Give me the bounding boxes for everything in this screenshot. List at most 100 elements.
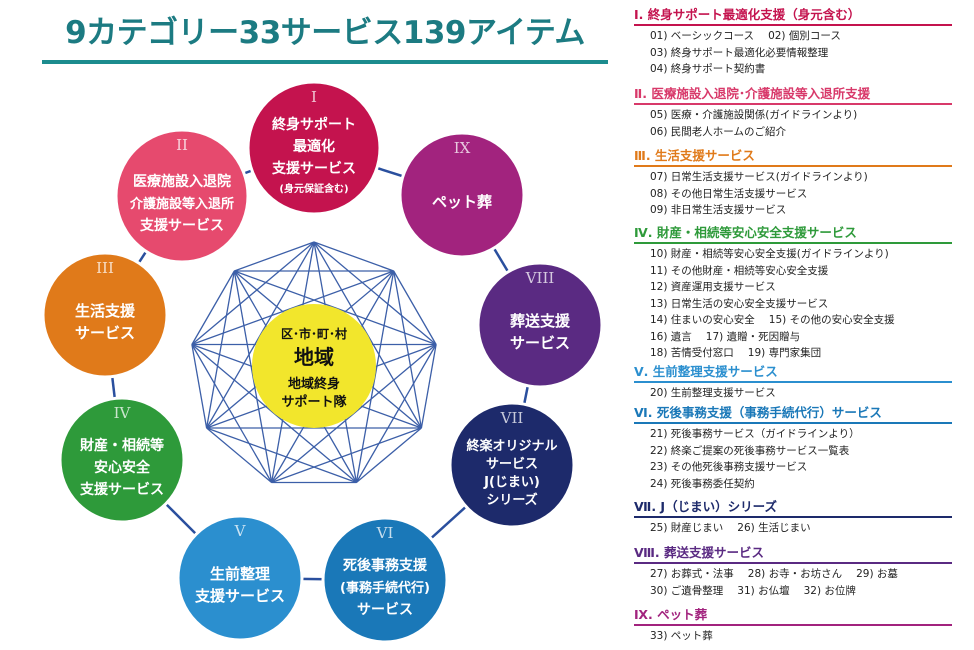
node-circle [476,261,604,389]
legend-item: 24) 死後事務委任契約 [650,477,755,490]
node-label-line: 終身サポート [272,116,356,133]
legend-item: 25) 財産じまい [650,522,724,534]
node-numeral: V [234,522,247,540]
center-line2: 地域 [294,345,334,369]
node-numeral: I [311,88,317,106]
node-circle [58,396,186,524]
node-numeral: VII [500,409,524,427]
legend-item: 21) 死後事務サービス（ガイドラインより） [650,428,860,440]
legend-item: 04) 終身サポート契約書 [650,63,766,75]
legend-category-header: Ⅰ. 終身サポート最適化支援（身元含む） [634,6,952,26]
legend-item-list: 10) 財産・相続等安心安全支援(ガイドラインより)11) その他財産・相続等安… [634,244,952,362]
legend-item-row: 20) 生前整理支援サービス [650,385,952,402]
star-line [205,270,235,429]
legend-category-3: Ⅲ. 生活支援サービス 07) 日常生活支援サービス(ガイドラインより) 08) そ… [634,147,952,219]
legend-item: 07) 日常生活支援サービス(ガイドラインより) [650,171,868,183]
node-numeral: VIII [525,269,555,287]
legend-item-row: 11) その他財産・相続等安心安全支援 [650,263,952,280]
node-label-line: 支援サービス [139,217,224,234]
legend-item: 09) 非日常生活支援サービス [650,204,787,216]
legend-item: 11) その他財産・相続等安心安全支援 [650,264,829,277]
legend-item: 16) 遺言 [650,330,692,343]
legend-item-list: 21) 死後事務サービス（ガイドラインより） 22) 終楽ご提案の死後事務サービス… [634,424,952,492]
legend-item: 01) ベーシックコース [650,30,755,42]
legend-item-row: 13) 日常生活の安心安全支援サービス [650,296,952,313]
star-line [313,241,394,272]
legend-item-row: 01) ベーシックコース 02) 個別コース [650,28,952,45]
node-label-line: 生活支援 [75,302,136,320]
legend-item: 08) その他日常生活支援サービス [650,187,808,200]
legend-item: 02) 個別コース [768,30,841,42]
star-line [393,270,423,429]
node-numeral: III [96,259,114,277]
category-nodes: I終身サポート最適化支援サービス(身元保証含む)II医療施設入退院介護施設等入退… [41,80,604,644]
legend-item-row: 10) 財産・相続等安心安全支援(ガイドラインより) [650,246,952,263]
star-line [313,241,422,429]
node-circle [321,516,449,644]
legend-item: 33) ペット葬 [650,630,713,642]
star-line [206,427,273,483]
legend-item-list: 25) 財産じまい 26) 生活じまい [634,518,952,537]
node-label-line: 介護施設等入退所 [129,196,234,212]
star-line [234,241,315,272]
category-node-8: VIII 葬送支援サービス [476,261,604,389]
legend-item: 19) 専門家集団 [747,347,822,359]
star-line [191,344,357,483]
legend-item: 12) 資産運用支援サービス [650,281,776,293]
node-label-line: 支援サービス [271,160,356,177]
legend-item-row: 03) 終身サポート最適化必要情報整理 [650,45,952,62]
legend-item: 28) お寺・お坊さん [747,568,843,580]
node-numeral: IX [454,139,471,157]
legend-item: 22) 終楽ご提案の死後事務サービス一覧表 [650,444,850,457]
node-label-line: サービス [510,334,570,352]
legend-item: 05) 医療・介護施設関係(ガイドラインより) [650,109,858,121]
star-line [191,344,208,429]
legend-item: 06) 民間老人ホームのご紹介 [650,125,786,138]
node-numeral: VI [376,524,394,542]
star-line [271,427,422,484]
legend-item: 15) その他の安心安全支援 [768,314,895,326]
node-label-line: 財産・相続等 [79,437,164,454]
node-circle [41,251,169,379]
legend-item: 26) 生活じまい [737,522,811,534]
node-circle [176,514,304,642]
legend-category-header: Ⅴ. 生前整理支援サービス [634,363,952,383]
legend-item: 13) 日常生活の安心安全支援サービス [650,297,829,310]
node-label-line: ペット葬 [432,193,492,211]
node-label-line: サービス [357,602,413,618]
legend-item-list: 05) 医療・介護施設関係(ガイドラインより) 06) 民間老人ホームのご紹介 [634,105,952,140]
legend-item: 17) 遺贈・死因贈与 [705,330,801,343]
page-title: 9カテゴリー33サービス139アイテム [42,10,608,64]
legend-category-header: Ⅲ. 生活支援サービス [634,147,952,167]
node-label-line: J(じまい) [483,475,540,490]
node-label-line: 死後事務支援 [342,557,428,574]
legend-item-row: 07) 日常生活支援サービス(ガイドラインより) [650,169,952,186]
star-line [355,344,437,483]
star-line [206,241,315,429]
legend-category-header: Ⅷ. 葬送支援サービス [634,544,952,564]
node-label-line: サービス [486,456,538,472]
center-line3: 地域終身 [288,376,340,392]
star-line [393,270,437,345]
legend-item-row: 22) 終楽ご提案の死後事務サービス一覧表 [650,443,952,460]
node-label-line: 葬送支援 [510,312,571,330]
legend-item-row: 09) 非日常生活支援サービス [650,202,952,219]
legend-category-1: Ⅰ. 終身サポート最適化支援（身元含む） 01) ベーシックコース 02) 個別コー… [634,6,952,78]
legend-item: 30) ご遺骨整理 [650,584,724,597]
legend-item-row: 06) 民間老人ホームのご紹介 [650,124,952,141]
node-label-line: 医療施設入退院 [133,173,231,190]
